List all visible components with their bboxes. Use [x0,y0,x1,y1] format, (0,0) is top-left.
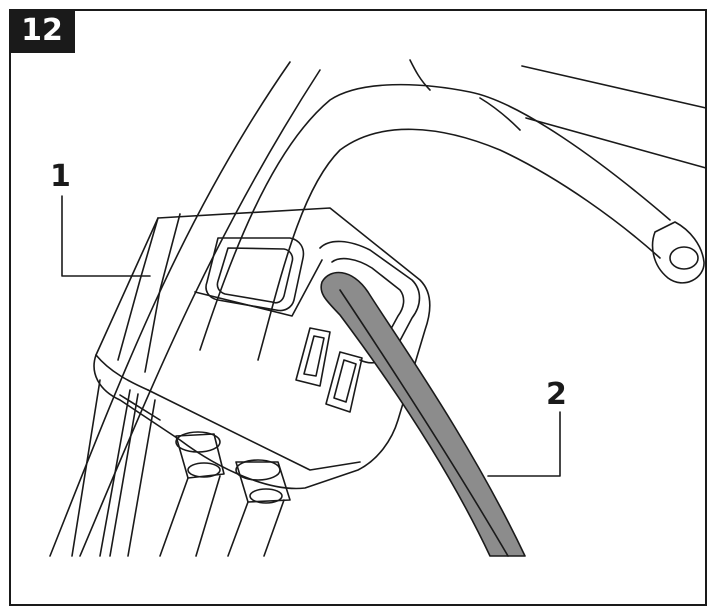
lower-tubes [71,379,156,557]
background-tube [49,61,321,557]
step-number-badge: 12 [9,9,75,53]
handle-bar [199,59,671,361]
cable [320,271,526,557]
background-rod [521,65,707,169]
cable-glands [159,431,291,557]
handle-end-cap [651,221,705,284]
callout-2-leader [487,411,561,477]
callout-1-leader [61,195,151,277]
control-box [93,207,431,490]
push-button [194,237,323,317]
callout-2-label: 2 [546,377,567,412]
indicator-slots [295,327,363,413]
callout-leaders [61,195,561,477]
callout-1-label: 1 [50,159,71,194]
